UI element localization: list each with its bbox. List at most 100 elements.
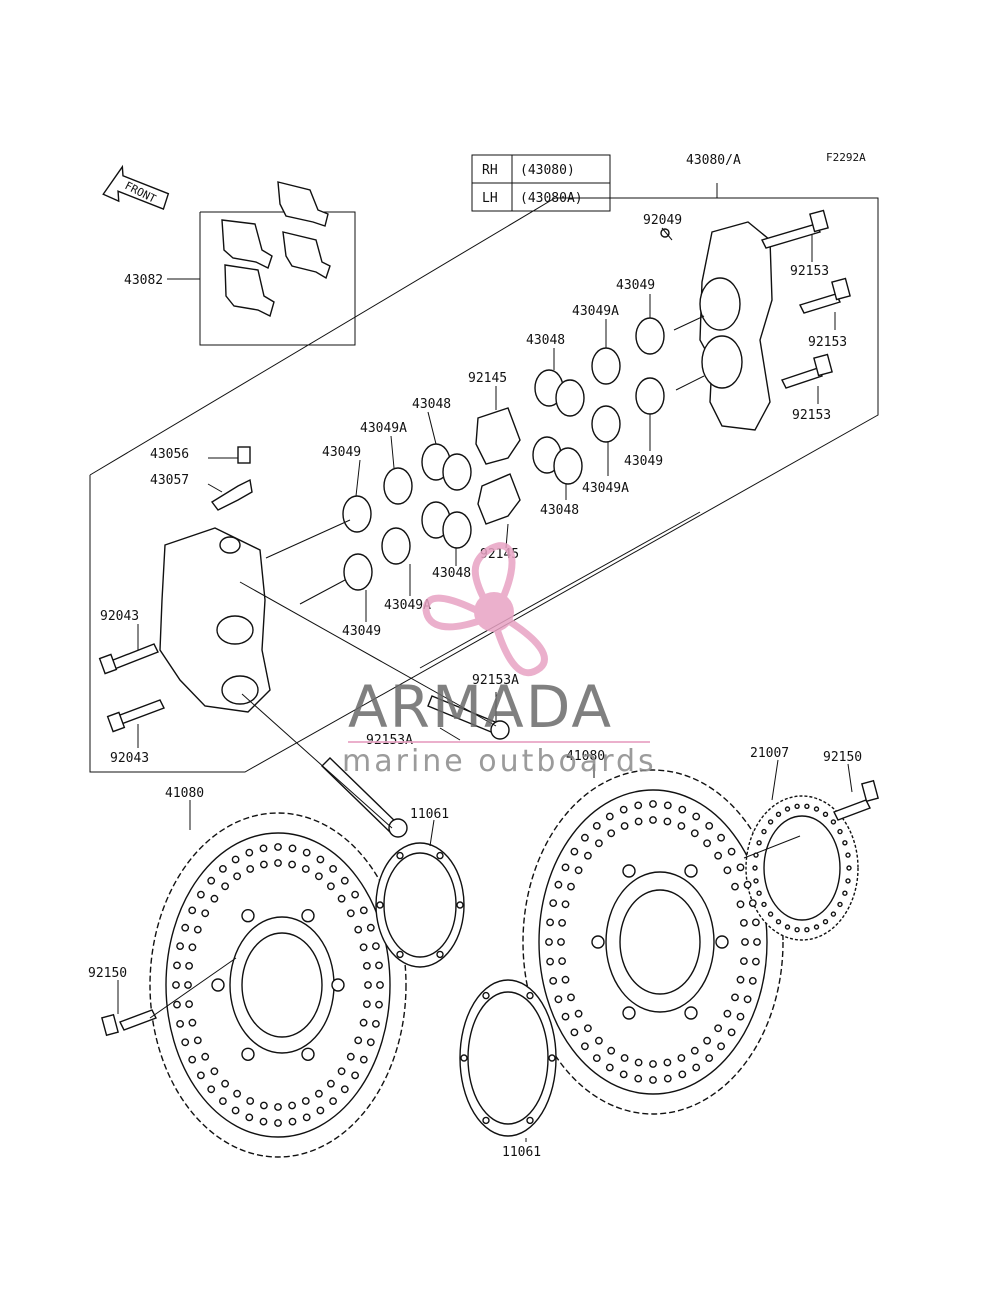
disc-hole [717, 1042, 725, 1051]
disc-hole [526, 991, 534, 1000]
watermark-tagline: marine outboards [342, 744, 657, 779]
disc-hole [201, 909, 210, 918]
disc-hole [605, 1063, 614, 1072]
label-41080: 41080 [566, 749, 605, 764]
disc-hole [845, 878, 851, 884]
disc-hole [723, 866, 732, 875]
disc-hole [620, 822, 629, 830]
disc-hole [274, 859, 282, 867]
caliper-bolt [106, 699, 165, 733]
label-43082: 43082 [124, 273, 163, 288]
label-43048: 43048 [432, 566, 471, 581]
disc-hole [752, 957, 760, 966]
disc-hole [376, 901, 384, 909]
disc-hole [362, 1000, 371, 1008]
label-92153: 92153 [808, 335, 847, 350]
disc-hole [546, 957, 554, 966]
label-43056: 43056 [150, 447, 189, 462]
disc-hole [301, 1047, 315, 1062]
disc-hole [784, 924, 791, 930]
disc-hole [329, 865, 337, 873]
disc-hole [274, 843, 282, 851]
disc-hole [288, 860, 296, 869]
seal-ring [591, 347, 621, 385]
disc-hole [207, 876, 216, 885]
variant-rh-part: (43080) [520, 163, 575, 178]
disc-hole [714, 1024, 722, 1033]
disc-hole [634, 801, 643, 810]
disc-hole [794, 927, 800, 933]
disc-hole [173, 1000, 181, 1009]
disc-hole [837, 828, 843, 835]
disc-hole [241, 909, 255, 923]
disc-hole [684, 864, 698, 878]
disc-hole [740, 957, 748, 965]
pad-spring [475, 407, 521, 465]
disc-hole [359, 1018, 368, 1027]
disc-hole [176, 942, 185, 950]
label-92153A: 92153A [366, 733, 413, 748]
disc-hole [736, 1012, 745, 1021]
disc-hole [545, 938, 553, 946]
washer [660, 228, 670, 238]
disc-hole [371, 942, 380, 950]
label-92145: 92145 [468, 371, 507, 386]
disc-hole [246, 1097, 255, 1105]
variant-lh-side: LH [482, 191, 498, 206]
disc-hole [619, 1070, 628, 1079]
disc-hole [605, 812, 614, 821]
disc-hole [761, 901, 767, 908]
disc-hole [245, 848, 254, 857]
disc-hole [678, 805, 687, 814]
disc-hole [804, 927, 810, 933]
disc-hole [622, 864, 636, 878]
disc-hole [233, 872, 242, 881]
disc-hole [842, 840, 848, 846]
label-11061: 11061 [502, 1145, 541, 1160]
disc-hole [460, 1054, 468, 1062]
caliper-bolt [98, 643, 159, 675]
disc-bolt [101, 1009, 157, 1037]
seal-ring [343, 553, 373, 591]
label-43049A: 43049A [360, 421, 407, 436]
disc-hole [436, 851, 444, 860]
disc-hole [314, 1089, 323, 1098]
seal-ring [635, 377, 665, 415]
leader-lines [137, 227, 836, 829]
disc-hole [752, 865, 758, 871]
disc-hole [567, 993, 575, 1002]
disc-hole [548, 1054, 556, 1062]
disc-hole [172, 981, 180, 989]
disc-hole [173, 961, 181, 970]
disc-hole [375, 961, 383, 970]
disc-hole [753, 878, 759, 884]
label-43048: 43048 [412, 397, 451, 412]
disc-hole [526, 1116, 534, 1125]
disc-hole [634, 817, 643, 826]
disc-hole [246, 865, 255, 873]
disc-hole [705, 822, 714, 830]
disc-hole [346, 1052, 355, 1061]
figure-code: F2292A [826, 151, 866, 164]
disc-hole [595, 839, 603, 848]
disc-hole [326, 882, 335, 891]
label-43049A: 43049A [582, 481, 629, 496]
disc-hole [181, 923, 190, 932]
disc-hole [288, 1117, 297, 1126]
disc-hole [274, 1119, 282, 1127]
disc-hole [731, 993, 739, 1002]
brake-pad [277, 181, 329, 227]
disc-hole [753, 852, 759, 858]
disc-hole [584, 851, 592, 860]
brake-pads-group: 43082 [124, 181, 356, 346]
disc-hole [193, 1036, 202, 1045]
pad-spring-plate [210, 478, 253, 511]
label-92150: 92150 [88, 966, 127, 981]
disc-hole [337, 1067, 346, 1076]
disc-hole [717, 833, 725, 842]
disc-hole [703, 1036, 711, 1045]
disc-hole [288, 1101, 296, 1110]
disc-hole [584, 1024, 592, 1033]
watermark-brand: ARMADA [348, 673, 613, 741]
disc-hole [366, 923, 375, 932]
